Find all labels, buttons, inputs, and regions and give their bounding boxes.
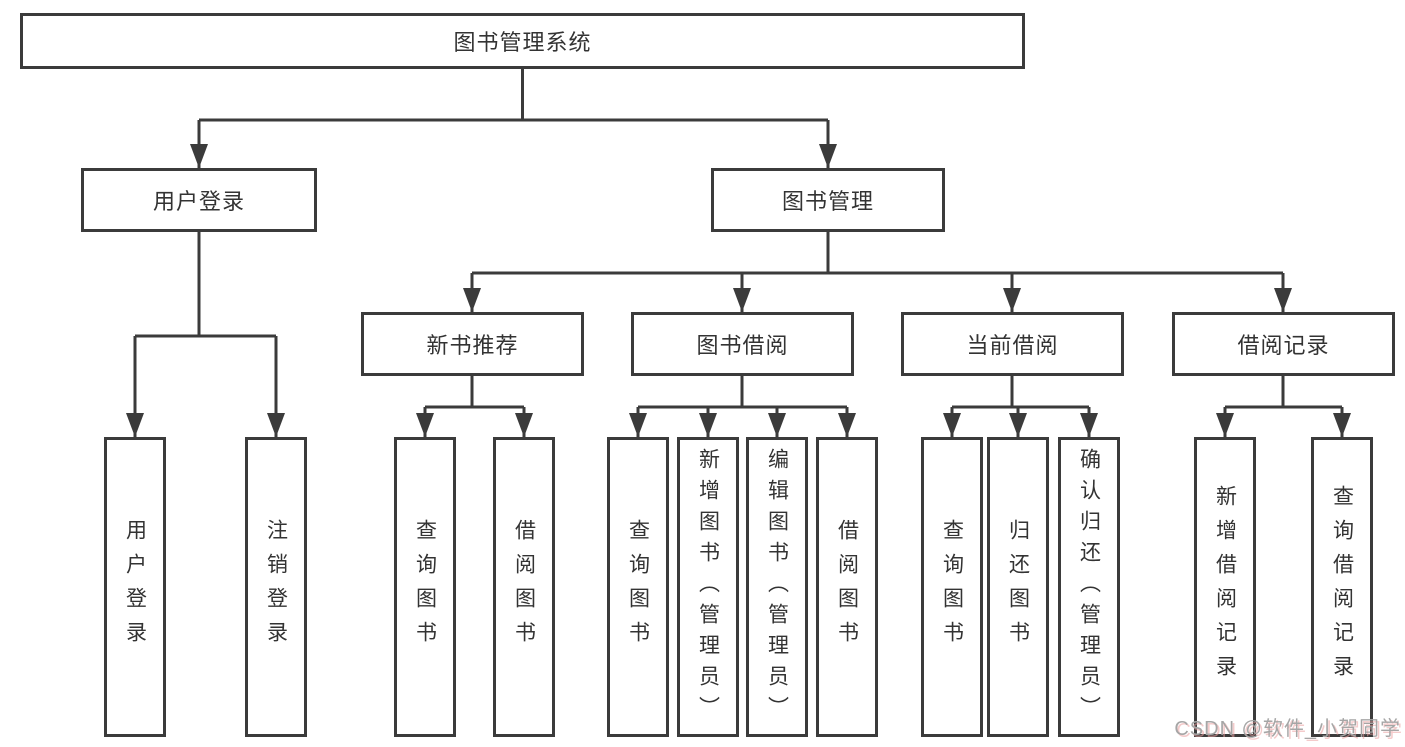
borrow-records-connectors [1216, 376, 1351, 437]
leaf-borrow-books-label: 借阅图书 [835, 519, 859, 655]
node-current-borrow: 当前借阅 [901, 312, 1124, 376]
node-new-book-recommend: 新书推荐 [361, 312, 584, 376]
leaf-edit-book-admin: 编辑图书（管理员） [746, 437, 808, 737]
node-borrow-records: 借阅记录 [1172, 312, 1395, 376]
leaf-edit-book-admin-label: 编辑图书（管理员） [765, 447, 789, 727]
csdn-watermark: CSDN @软件_小贺同学 [1174, 718, 1401, 740]
leaf-user-login-label: 用户登录 [123, 519, 147, 655]
book-borrow-connectors [629, 376, 856, 437]
new-book-recommend-connectors [416, 376, 533, 437]
leaf-query-books-recommend-label: 查询图书 [413, 519, 437, 655]
node-book-management-label: 图书管理 [781, 189, 874, 214]
leaf-query-books-recommend: 查询图书 [394, 437, 456, 737]
node-book-borrow: 图书借阅 [631, 312, 854, 376]
leaf-add-borrow-record-label: 新增借阅记录 [1213, 485, 1237, 689]
current-borrow-connectors [943, 376, 1098, 437]
leaf-return-book-label: 归还图书 [1006, 519, 1030, 655]
leaf-user-login: 用户登录 [104, 437, 166, 737]
leaf-add-book-admin: 新增图书（管理员） [677, 437, 739, 737]
root-connectors [190, 69, 837, 168]
leaf-borrow-books-recommend-label: 借阅图书 [512, 519, 536, 655]
leaf-query-books-current-label: 查询图书 [940, 519, 964, 655]
node-user-login-label: 用户登录 [152, 189, 245, 214]
leaf-confirm-return-admin: 确认归还（管理员） [1058, 437, 1120, 737]
node-borrow-records-label: 借阅记录 [1237, 333, 1330, 358]
node-root: 图书管理系统 [20, 13, 1025, 69]
user-login-connectors [126, 232, 285, 437]
node-book-management: 图书管理 [711, 168, 945, 232]
node-new-book-recommend-label: 新书推荐 [426, 333, 519, 358]
node-root-label: 图书管理系统 [453, 30, 592, 55]
leaf-return-book: 归还图书 [987, 437, 1049, 737]
leaf-borrow-books-recommend: 借阅图书 [493, 437, 555, 737]
node-user-login: 用户登录 [81, 168, 317, 232]
leaf-confirm-return-admin-label: 确认归还（管理员） [1077, 447, 1101, 727]
leaf-query-books-current: 查询图书 [921, 437, 983, 737]
leaf-add-borrow-record: 新增借阅记录 [1194, 437, 1256, 737]
leaf-query-books-borrow: 查询图书 [607, 437, 669, 737]
leaf-query-books-borrow-label: 查询图书 [626, 519, 650, 655]
leaf-borrow-books: 借阅图书 [816, 437, 878, 737]
book-management-connectors [463, 232, 1292, 312]
leaf-query-borrow-record: 查询借阅记录 [1311, 437, 1373, 737]
leaf-query-borrow-record-label: 查询借阅记录 [1330, 485, 1354, 689]
node-book-borrow-label: 图书借阅 [696, 333, 789, 358]
leaf-logout-label: 注销登录 [264, 519, 288, 655]
node-current-borrow-label: 当前借阅 [966, 333, 1059, 358]
leaf-logout: 注销登录 [245, 437, 307, 737]
leaf-add-book-admin-label: 新增图书（管理员） [696, 447, 720, 727]
